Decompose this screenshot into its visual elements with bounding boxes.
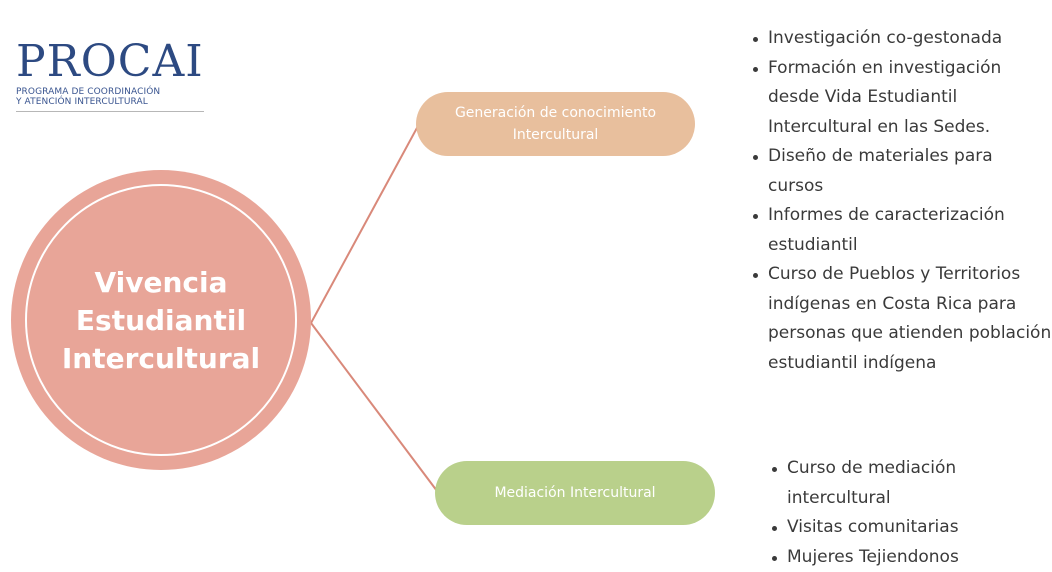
list-item: Curso de Pueblos y Territorios indígenas…: [747, 260, 1052, 378]
branch-label-line-1: Generación de conocimiento: [454, 105, 657, 121]
branch-label-line-1: Mediación Intercultural: [494, 485, 656, 501]
list-item: Visitas comunitarias: [766, 513, 1036, 543]
logo-subtitle-line-2: Y ATENCIÓN INTERCULTURAL: [16, 97, 148, 107]
list-item: Diseño de materiales para cursos: [747, 142, 1052, 201]
center-label-line-3: Intercultural: [61, 342, 261, 375]
list-item: Mujeres Tejiendonos: [766, 543, 1036, 572]
list-item: Informes de caracterización estudiantil: [747, 201, 1052, 260]
list-item: Formación en investigación desde Vida Es…: [747, 54, 1052, 143]
mediacion-items-list: Curso de mediación intercultural Visitas…: [766, 454, 1036, 572]
center-node: Vivencia Estudiantil Intercultural: [11, 170, 311, 470]
branch-label-line-2: Intercultural: [512, 127, 599, 143]
logo-wordmark: PROCAI: [16, 36, 204, 87]
procai-logo: PROCAI PROGRAMA DE COORDINACIÓN Y ATENCI…: [16, 40, 216, 112]
center-node-ring: [25, 184, 297, 456]
branch-node-generacion: Generación de conocimiento Intercultural: [416, 92, 695, 156]
connector-top: [310, 125, 419, 324]
center-label-line-1: Vivencia: [94, 266, 228, 299]
logo-subtitle-line-1: PROGRAMA DE COORDINACIÓN: [16, 87, 161, 97]
center-label-line-2: Estudiantil: [75, 304, 247, 337]
generacion-items-list: Investigación co-gestonada Formación en …: [747, 24, 1052, 378]
list-item: Investigación co-gestonada: [747, 24, 1052, 54]
logo-underline: [16, 111, 204, 112]
branch-node-mediacion: Mediación Intercultural: [435, 461, 715, 525]
list-item: Curso de mediación intercultural: [766, 454, 1036, 513]
connector-bottom: [310, 322, 438, 492]
center-node-label: Vivencia Estudiantil Intercultural: [31, 264, 291, 378]
